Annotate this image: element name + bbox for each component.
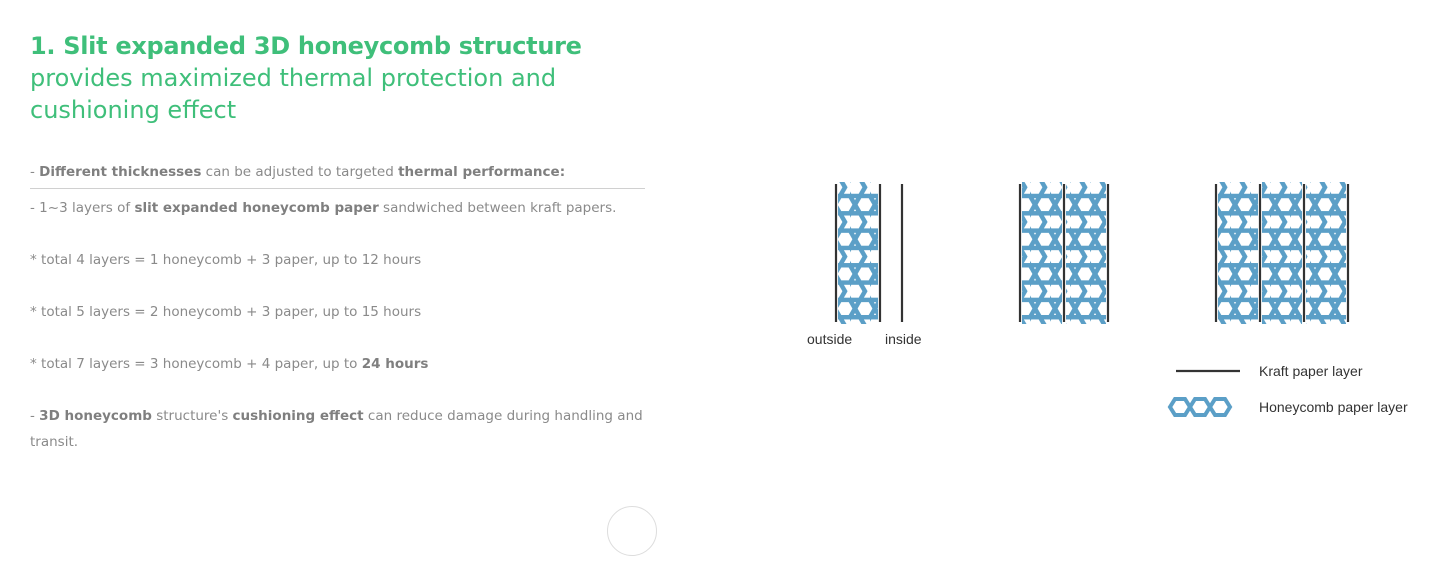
text: - 1~3 layers of [30, 200, 135, 216]
thickness-line: - Different thicknesses can be adjusted … [30, 164, 645, 189]
text: - [30, 408, 40, 424]
diagram-group-2-honeycomb [1018, 182, 1110, 324]
dash: - [30, 164, 40, 180]
legend-kraft-label: Kraft paper layer [1259, 363, 1363, 379]
bold-text: Different thicknesses [39, 164, 202, 180]
diagram-group-1-honeycomb: outside inside [807, 182, 922, 347]
layer-item-2: * total 5 layers = 2 honeycomb + 3 paper… [30, 304, 422, 320]
text: sandwiched between kraft papers. [378, 200, 617, 216]
label-inside: inside [885, 331, 922, 347]
scroll-indicator-circle[interactable] [607, 506, 657, 556]
heading-bold: 1. Slit expanded 3D honeycomb structure [30, 32, 582, 60]
bold-text: 24 hours [361, 356, 429, 372]
bold-text: 3D honeycomb [39, 408, 152, 424]
layer-item-1: * total 4 layers = 1 honeycomb + 3 paper… [30, 252, 422, 268]
honeycomb-layer-diagram: outside inside Kraft paper layer [790, 170, 1439, 450]
text: can be adjusted to targeted [201, 164, 399, 180]
honeycomb-layer [1262, 182, 1302, 324]
legend-honeycomb-swatch [1167, 397, 1233, 417]
honeycomb-layer [1022, 182, 1062, 324]
cushioning-line: - 3D honeycomb structure's cushioning ef… [30, 403, 645, 455]
legend: Kraft paper layer Honeycomb paper layer [1167, 363, 1408, 417]
heading-light: provides maximized thermal protection an… [30, 64, 557, 124]
layer-item-3: * total 7 layers = 3 honeycomb + 4 paper… [30, 351, 645, 377]
description: - Different thicknesses can be adjusted … [30, 164, 645, 455]
layers-line: - 1~3 layers of slit expanded honeycomb … [30, 195, 645, 221]
text-panel: 1. Slit expanded 3D honeycomb structure … [30, 30, 670, 455]
text: structure's [151, 408, 233, 424]
label-outside: outside [807, 331, 852, 347]
text: * total 7 layers = 3 honeycomb + 4 paper… [30, 356, 362, 372]
honeycomb-layer [1066, 182, 1106, 324]
honeycomb-layer [1306, 182, 1346, 324]
honeycomb-layer [1218, 182, 1258, 324]
bold-text: thermal performance: [398, 164, 566, 180]
bold-text: cushioning effect [232, 408, 364, 424]
honeycomb-layer [838, 182, 878, 324]
diagram-group-3-honeycomb [1214, 182, 1350, 324]
text: can reduce damage during handling and tr… [30, 408, 643, 450]
legend-honeycomb-label: Honeycomb paper layer [1259, 399, 1408, 415]
bold-text: slit expanded honeycomb paper [134, 200, 379, 216]
